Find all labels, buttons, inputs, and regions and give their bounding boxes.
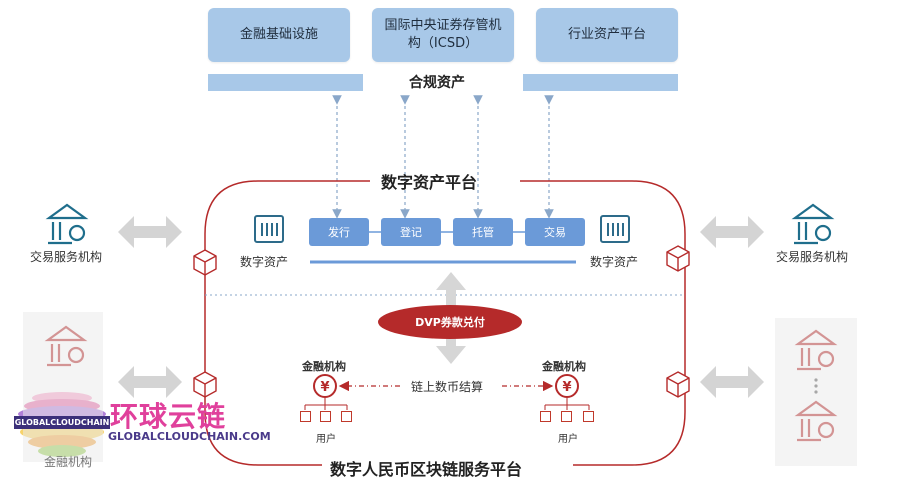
user-box bbox=[320, 411, 331, 422]
cube-icon bbox=[193, 371, 217, 398]
svg-text:¥: ¥ bbox=[562, 380, 571, 395]
dvp-ellipse bbox=[378, 305, 522, 339]
compliance-bar-right bbox=[523, 74, 678, 91]
bottom-platform-title: 数字人民币区块链服务平台 bbox=[330, 460, 523, 479]
dvp-label: DVP券款兑付 bbox=[415, 316, 485, 329]
cube-icon bbox=[666, 245, 690, 272]
server-icon bbox=[600, 215, 630, 243]
chip-trade: 交易 bbox=[525, 218, 585, 246]
top-box-label: 国际中央证券存管机构（ICSD） bbox=[384, 18, 502, 51]
settlement-label: 链上数币结算 bbox=[411, 380, 484, 394]
user-box bbox=[341, 411, 352, 422]
digital-asset-right-label: 数字资产 bbox=[590, 255, 639, 269]
platform-title: 数字资产平台 bbox=[381, 173, 478, 192]
user-connectors bbox=[304, 398, 590, 410]
frame-right bbox=[520, 180, 686, 466]
watermark-en: GLOBALCLOUDCHAIN.COM bbox=[108, 430, 271, 443]
left-institution-panel bbox=[23, 312, 103, 462]
top-box-label: 行业资产平台 bbox=[567, 27, 646, 42]
right-double-arrows bbox=[700, 216, 764, 398]
top-box-financial-infrastructure: 金融基础设施 bbox=[208, 8, 350, 62]
chip-issue: 发行 bbox=[309, 218, 369, 246]
cube-icon bbox=[666, 371, 690, 398]
user-box bbox=[300, 411, 311, 422]
digital-asset-left-label: 数字资产 bbox=[240, 255, 289, 269]
chip-custody: 托管 bbox=[453, 218, 513, 246]
chip-register: 登记 bbox=[381, 218, 441, 246]
watermark-badge: GLOBALCLOUDCHAIN bbox=[14, 416, 110, 429]
trade-institution-right-label: 交易服务机构 bbox=[776, 250, 849, 264]
user-box bbox=[561, 411, 572, 422]
financial-institution-left-label: 金融机构 bbox=[302, 360, 346, 373]
financial-institution-right-label: 金融机构 bbox=[542, 360, 586, 373]
bank-icon bbox=[791, 203, 835, 245]
yuan-icon: ¥ bbox=[313, 374, 337, 398]
compliance-label: 合规资产 bbox=[409, 75, 465, 91]
svg-text:¥: ¥ bbox=[320, 380, 329, 395]
watermark-cn: 环球云链 bbox=[110, 400, 227, 433]
vertical-connectors bbox=[332, 95, 554, 219]
server-icon bbox=[254, 215, 284, 243]
user-right-label: 用户 bbox=[558, 434, 578, 445]
compliance-bar-left bbox=[208, 74, 363, 91]
left-double-arrows bbox=[118, 216, 182, 398]
user-box bbox=[540, 411, 551, 422]
right-institution-panel bbox=[775, 318, 857, 466]
user-box bbox=[583, 411, 594, 422]
user-left-label: 用户 bbox=[316, 434, 336, 445]
top-box-icsd: 国际中央证券存管机构（ICSD） bbox=[372, 8, 514, 62]
trade-institution-left-label: 交易服务机构 bbox=[30, 250, 103, 264]
cube-icon bbox=[193, 249, 217, 276]
top-box-industry-platform: 行业资产平台 bbox=[536, 8, 678, 62]
yuan-icon: ¥ bbox=[555, 374, 579, 398]
partial-institution-label: 金融机构 bbox=[44, 455, 93, 469]
top-box-label: 金融基础设施 bbox=[239, 27, 318, 42]
frame-left bbox=[204, 180, 370, 466]
bank-icon bbox=[45, 203, 89, 245]
